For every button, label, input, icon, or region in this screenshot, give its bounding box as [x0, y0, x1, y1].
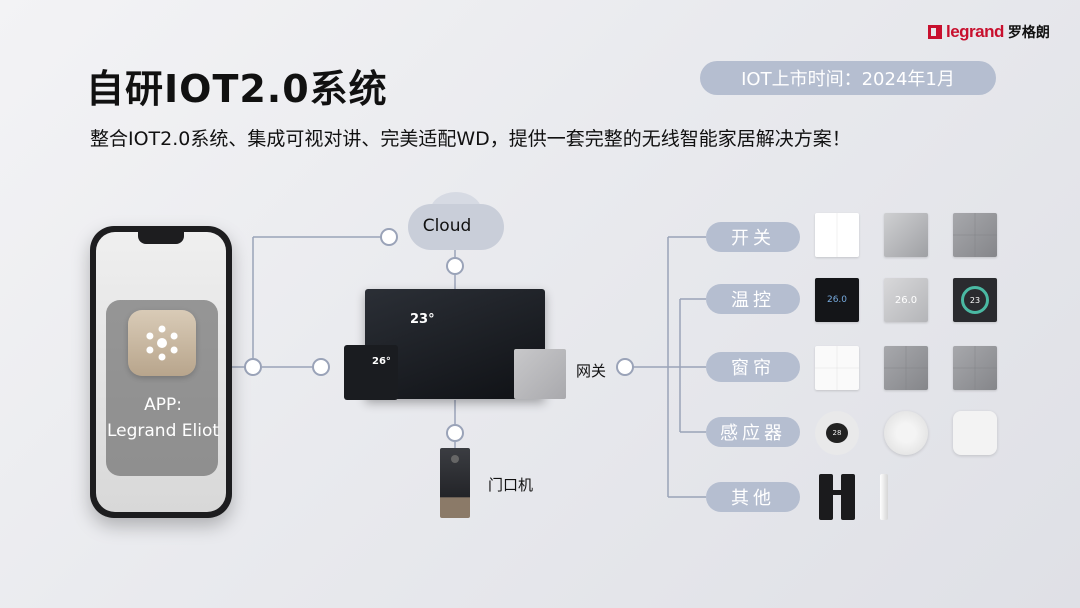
product-motion-sensor — [884, 411, 928, 455]
gateway-label: 网关 — [576, 362, 607, 380]
door-station-label: 门口机 — [488, 476, 534, 494]
legrand-logo: legrand 罗格朗 — [928, 22, 1050, 42]
logo-mark-icon — [928, 25, 942, 39]
category-other: 其他 — [706, 482, 800, 512]
sensor-lcd-display: 28 — [826, 423, 848, 443]
product-switch-silver — [884, 213, 928, 257]
lock-body-outer — [841, 474, 855, 520]
gateway-switch-panel — [514, 349, 566, 399]
gateway-small-screen — [344, 345, 398, 400]
hub-icon — [146, 325, 178, 361]
app-icon — [128, 310, 196, 376]
logo-wordmark: legrand — [946, 22, 1004, 41]
product-curtain-gray — [953, 346, 997, 390]
product-thermostat-ring: 23 — [953, 278, 997, 322]
product-temp-humidity-sensor: 28 — [815, 411, 859, 455]
page-subtitle: 整合IOT2.0系统、集成可视对讲、完美适配WD，提供一套完整的无线智能家居解决… — [90, 128, 851, 150]
category-thermostat: 温控 — [706, 284, 800, 314]
thermostat-silver-value: 26.0 — [894, 294, 918, 306]
product-door-sensor — [953, 411, 997, 455]
lock-handle — [829, 490, 851, 495]
door-camera-icon — [451, 455, 459, 463]
node-door — [446, 424, 464, 442]
product-curtain-silver — [884, 346, 928, 390]
product-switch-gray-quad — [953, 213, 997, 257]
product-switch-white — [815, 213, 859, 257]
node-cloud-left — [380, 228, 398, 246]
category-switch: 开关 — [706, 222, 800, 252]
cloud-label: Cloud — [422, 216, 472, 236]
thermostat-lcd-value: 26.0 — [826, 295, 848, 305]
phone-notch — [138, 232, 184, 244]
launch-date-badge: IOT上市时间：2024年1月 — [700, 61, 996, 95]
sensor-lcd-value: 28 — [832, 429, 842, 437]
product-thermostat-silver: 26.0 — [884, 278, 928, 322]
node-gateway-right — [616, 358, 634, 376]
page-title: 自研IOT2.0系统 — [86, 67, 388, 111]
category-sensor: 感应器 — [706, 417, 800, 447]
thermostat-ring-icon: 23 — [961, 286, 989, 314]
lock-body — [819, 474, 833, 520]
gateway-small-temp: 26° — [372, 356, 391, 367]
cloud-shape — [408, 204, 504, 250]
thermostat-ring-value: 23 — [969, 295, 981, 305]
app-caption: APP: Legrand Eliot — [98, 392, 228, 444]
product-thermostat-black: 26.0 — [815, 278, 859, 322]
logo-cn: 罗格朗 — [1007, 25, 1050, 41]
node-app-gateway — [312, 358, 330, 376]
gateway-screen-temp: 23° — [410, 312, 435, 327]
node-phone — [244, 358, 262, 376]
app-caption-line2: Legrand Eliot — [106, 421, 220, 441]
product-slim-device — [880, 474, 888, 520]
product-curtain-white — [815, 346, 859, 390]
app-caption-line1: APP: — [144, 395, 182, 415]
node-cloud-bottom — [446, 257, 464, 275]
product-smart-lock — [815, 474, 859, 520]
category-curtain: 窗帘 — [706, 352, 800, 382]
